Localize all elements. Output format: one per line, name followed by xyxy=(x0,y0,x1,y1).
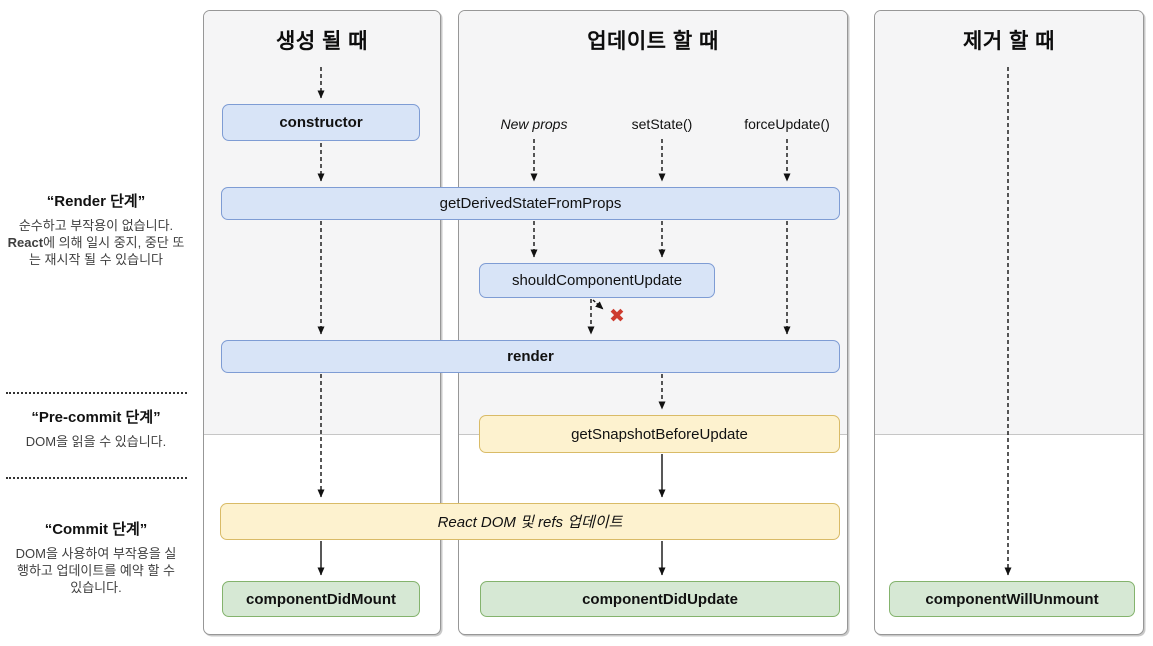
trigger-set-state: setState() xyxy=(631,116,693,132)
node-get-derived-state-from-props[interactable]: getDerivedStateFromProps xyxy=(221,187,840,220)
render-phase-text-bold: React xyxy=(7,235,44,250)
render-phase-text: 에 의해 일시 중지, 중단 또는 재시작 될 수 있습니다 xyxy=(28,235,185,267)
unmount-column-panel: 제거 할 때 xyxy=(874,10,1144,635)
precommit-phase-description: DOM을 읽을 수 있습니다. xyxy=(25,434,167,449)
render-phase-description: 순수하고 부작용이 없습니다. React에 의해 일시 중지, 중단 또는 재… xyxy=(4,217,188,268)
node-render[interactable]: render xyxy=(221,340,840,373)
cancel-x-icon: ✖ xyxy=(609,305,625,327)
node-should-component-update[interactable]: shouldComponentUpdate xyxy=(479,263,715,298)
node-component-did-update[interactable]: componentDidUpdate xyxy=(480,581,840,617)
arrow-shouldupdate-false-branch xyxy=(592,299,604,310)
node-get-snapshot-before-update[interactable]: getSnapshotBeforeUpdate xyxy=(479,415,840,453)
node-component-will-unmount[interactable]: componentWillUnmount xyxy=(889,581,1135,617)
phase-divider xyxy=(6,477,187,479)
commit-phase-description: DOM을 사용하여 부작용을 실행하고 업데이트를 예약 할 수 있습니다. xyxy=(15,546,177,595)
mount-column-title: 생성 될 때 xyxy=(276,30,368,53)
node-component-did-mount[interactable]: componentDidMount xyxy=(222,581,420,617)
node-constructor[interactable]: constructor xyxy=(222,104,420,141)
precommit-phase-label: “Pre-commit 단계” DOM을 읽을 수 있습니다. xyxy=(4,406,188,450)
unmount-column-title: 제거 할 때 xyxy=(963,30,1055,53)
node-react-dom-refs-update: React DOM 및 refs 업데이트 xyxy=(220,503,840,540)
commit-phase-title: “Commit 단계” xyxy=(44,521,148,538)
render-phase-title: “Render 단계” xyxy=(46,193,146,210)
render-phase-text: 순수하고 부작용이 없습니다. xyxy=(18,218,174,233)
commit-phase-label: “Commit 단계” DOM을 사용하여 부작용을 실행하고 업데이트를 예약… xyxy=(4,518,188,596)
trigger-new-props: New props xyxy=(500,116,568,132)
precommit-phase-title: “Pre-commit 단계” xyxy=(31,409,161,426)
render-phase-label: “Render 단계” 순수하고 부작용이 없습니다. React에 의해 일시… xyxy=(4,190,188,268)
trigger-force-update: forceUpdate() xyxy=(744,116,830,132)
phase-divider xyxy=(6,392,187,394)
unmount-render-phase-region xyxy=(875,11,1143,435)
update-column-title: 업데이트 할 때 xyxy=(587,30,719,53)
